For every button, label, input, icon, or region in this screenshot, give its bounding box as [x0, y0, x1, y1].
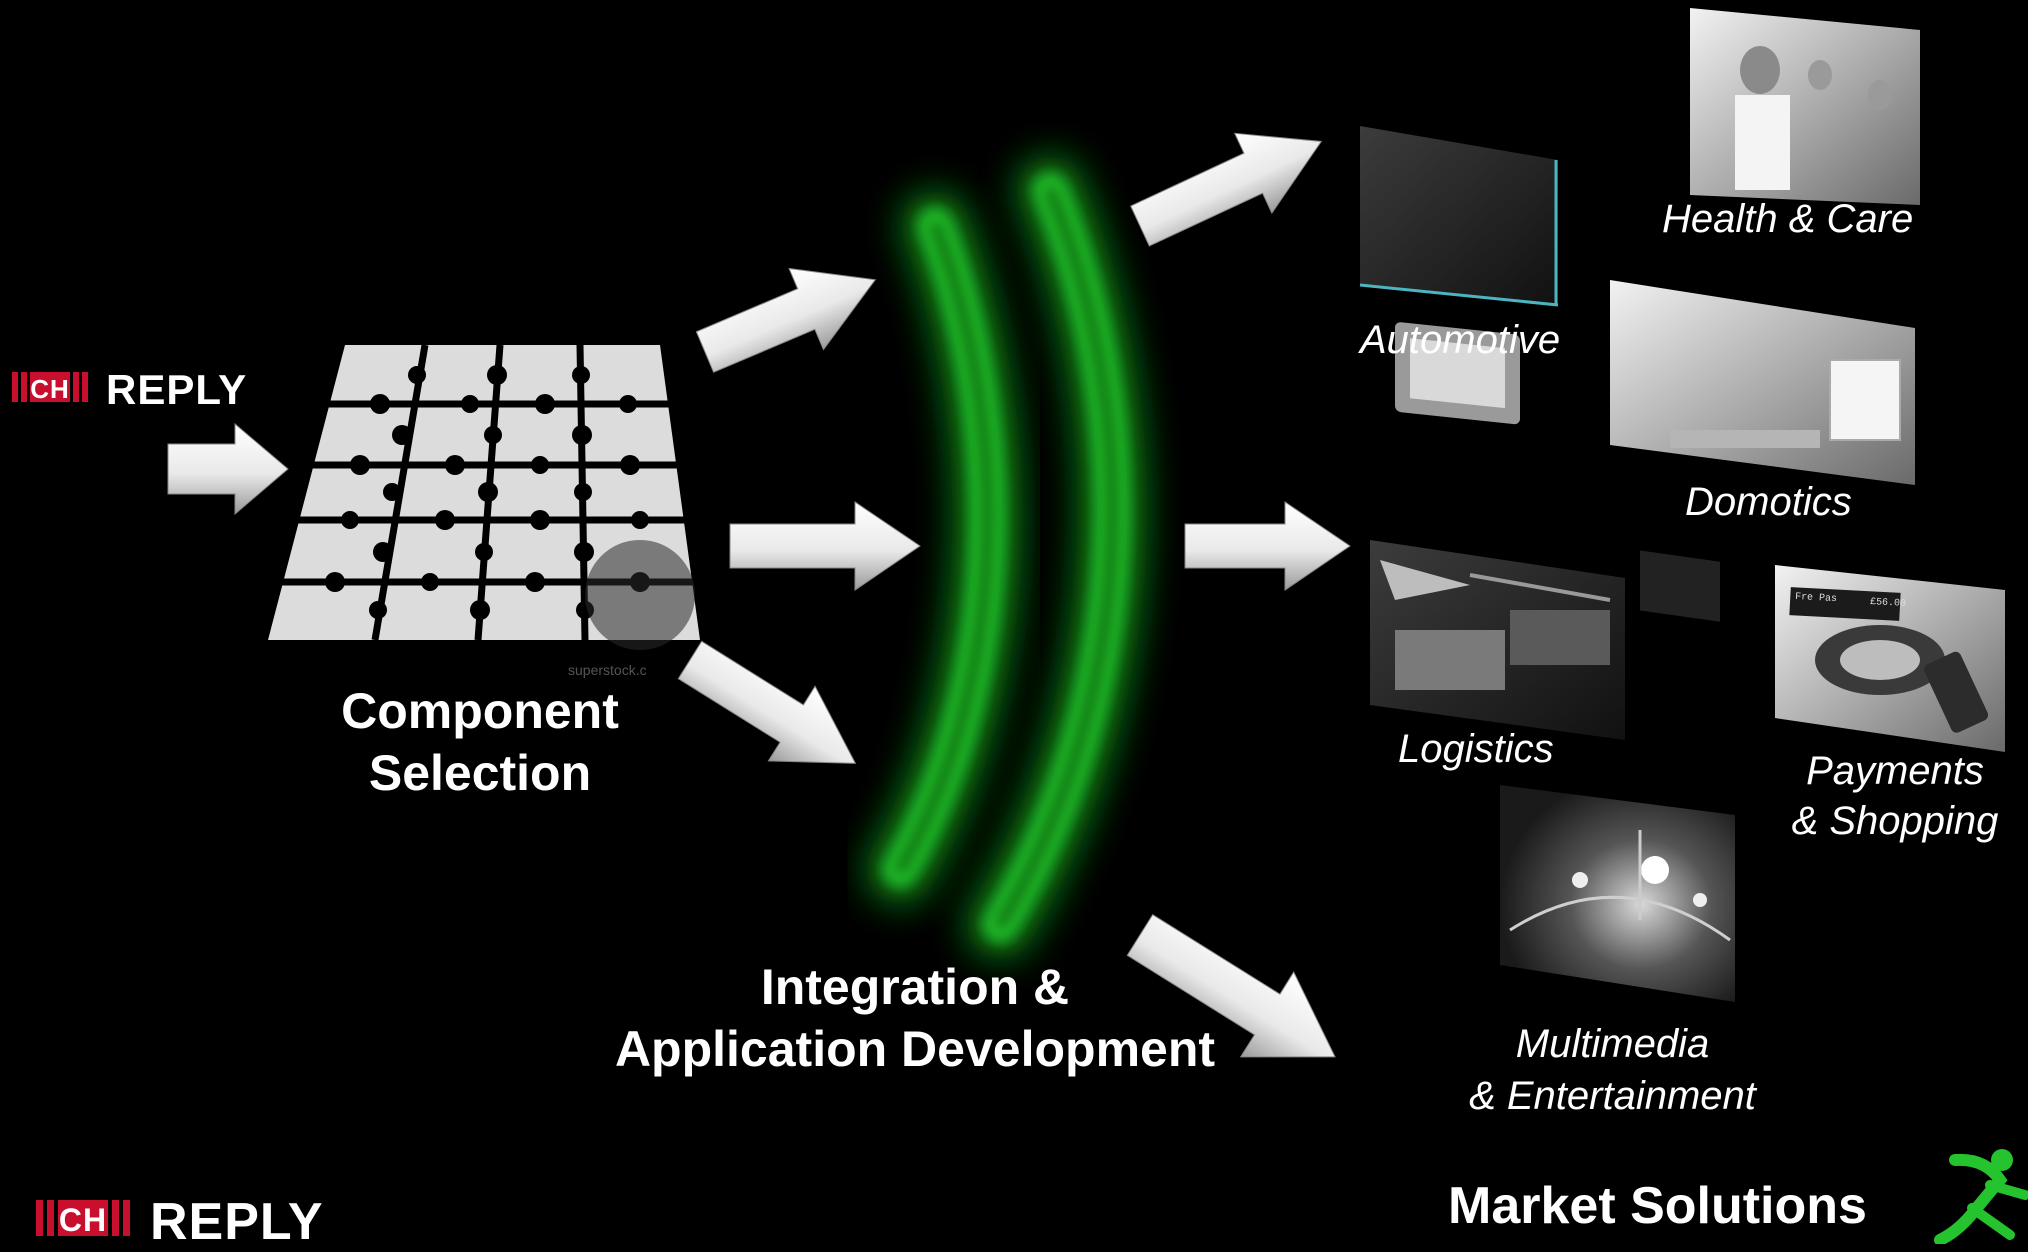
multimedia-label: Multimedia & Entertainment	[1440, 1018, 1785, 1122]
reply-logo-prefix: CH	[30, 374, 70, 404]
reply-logo-prefix: CH	[59, 1202, 107, 1238]
arrow-to-multimedia	[1126, 913, 1336, 1058]
integration-label: Integration & Application Development	[570, 956, 1260, 1080]
multimedia-line2: & Entertainment	[1469, 1074, 1756, 1118]
arrow-to-integration-upper	[695, 267, 877, 373]
health-care-label: Health & Care	[1662, 197, 1914, 241]
domotics-label: Domotics	[1685, 480, 1852, 524]
integration-line2: Application Development	[614, 1021, 1216, 1077]
component-selection-line2: Selection	[368, 745, 592, 801]
multimedia-line1: Multimedia	[1515, 1022, 1710, 1066]
health-care-photo	[1690, 8, 1920, 205]
puzzle-pieces-image	[268, 344, 700, 650]
payments-label: Payments & Shopping	[1780, 746, 2010, 846]
payments-line2: & Shopping	[1791, 799, 1999, 843]
runner-icon	[1934, 1149, 2028, 1244]
arrow-to-integration-lower	[677, 640, 857, 764]
multimedia-photo	[1500, 785, 1735, 1002]
payments-photo	[1775, 565, 2005, 752]
payment-display-left: Fre Pas	[1794, 591, 1838, 606]
payment-display-right: £56.00	[1869, 597, 1907, 610]
integration-line1: Integration &	[760, 959, 1070, 1015]
reply-logo-top: CH REPLY	[12, 366, 247, 414]
component-selection-line1: Component	[341, 683, 619, 739]
automotive-photo	[1359, 126, 1559, 425]
automotive-label: Automotive	[1360, 318, 1561, 362]
component-selection-label: Component Selection	[300, 680, 660, 804]
arrow-input	[167, 422, 289, 516]
watermark-text: superstock.c	[568, 662, 647, 678]
reply-logo-bottom: CH REPLY	[36, 1192, 324, 1252]
reply-logo-text: REPLY	[106, 366, 248, 413]
arrow-to-logistics	[1184, 501, 1351, 591]
integration-arcs	[865, 155, 1148, 960]
payments-line1: Payments	[1806, 749, 1984, 793]
arrow-to-integration-middle	[729, 501, 921, 591]
reply-logo-mark-icon: CH	[12, 366, 92, 414]
market-solutions-label: Market Solutions	[1448, 1177, 1867, 1235]
domotics-photo	[1610, 280, 1915, 622]
reply-logo-text: REPLY	[150, 1193, 324, 1251]
arrow-to-automotive	[1130, 132, 1323, 247]
logistics-label: Logistics	[1398, 727, 1554, 771]
logistics-photo	[1370, 540, 1625, 740]
reply-logo-mark-icon: CH	[36, 1192, 136, 1252]
